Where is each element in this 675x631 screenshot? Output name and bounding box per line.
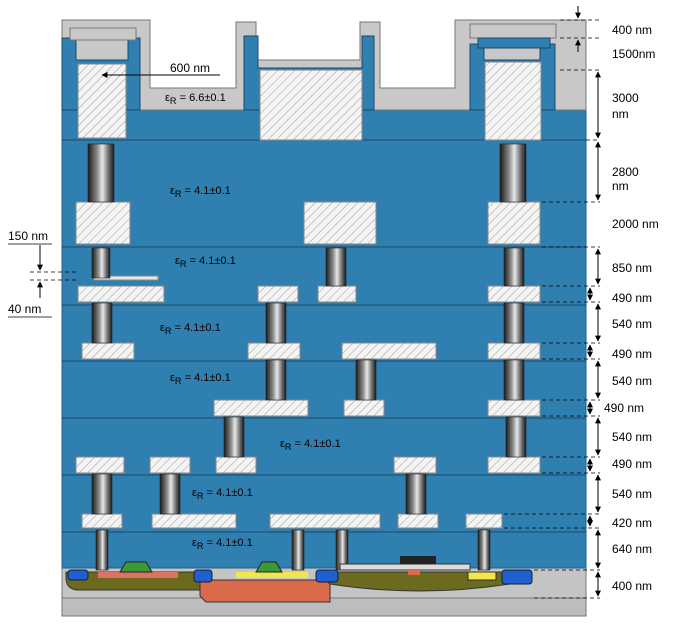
dim-via-540-b: 540 nm: [612, 374, 652, 388]
eps-label-6: εR = 4.1±0.1: [280, 438, 341, 453]
dim-top-metal: 1500nm: [612, 47, 655, 61]
eps-label-3: εR = 4.1±0.1: [175, 255, 236, 270]
dim-thick-via-a: 2800: [612, 165, 639, 179]
dim-metal-490-d: 490 nm: [612, 457, 652, 471]
top-passivation: [61, 19, 587, 111]
dim-thick-via-b: nm: [612, 179, 629, 193]
dim-top-dielectric-a: 3000: [612, 91, 639, 105]
dim-cap: 400 nm: [612, 23, 652, 37]
dim-via-850: 850 nm: [612, 261, 652, 275]
dim-metal-490-c: 490 nm: [604, 401, 644, 415]
permittivity-labels: εR = 6.6±0.1 εR = 4.1±0.1 εR = 4.1±0.1 ε…: [160, 92, 341, 552]
dim-via-540-c: 540 nm: [612, 430, 652, 444]
dimension-arrows: [37, 6, 601, 597]
dim-width-600: 600 nm: [170, 61, 210, 75]
dim-via-640: 640 nm: [612, 542, 652, 556]
dim-metal-490-b: 490 nm: [612, 347, 652, 361]
device-layer: [65, 556, 533, 603]
dim-side-150: 150 nm: [8, 229, 48, 243]
dim-metal-490-a: 490 nm: [612, 291, 652, 305]
dimension-guides: [30, 19, 600, 599]
dim-via-540-d: 540 nm: [612, 487, 652, 501]
dim-metal-420: 420 nm: [612, 516, 652, 530]
eps-label-8: εR = 4.1±0.1: [192, 537, 253, 552]
dim-via-540-a: 540 nm: [612, 317, 652, 331]
eps-label-top: εR = 6.6±0.1: [165, 92, 226, 107]
dimension-text: 400 nm 1500nm 3000 nm 2800 nm 2000 nm 85…: [8, 23, 659, 593]
eps-label-7: εR = 4.1±0.1: [192, 487, 253, 502]
dim-side-40: 40 nm: [8, 302, 41, 316]
eps-label-4: εR = 4.1±0.1: [160, 322, 221, 337]
dim-thick-metal: 2000 nm: [612, 217, 659, 231]
metal-lines: [75, 61, 542, 529]
vias: [87, 143, 527, 571]
dim-device-400: 400 nm: [612, 579, 652, 593]
eps-label-2: εR = 4.1±0.1: [170, 185, 231, 200]
dim-top-dielectric-b: nm: [612, 107, 629, 121]
eps-label-5: εR = 4.1±0.1: [170, 372, 231, 387]
